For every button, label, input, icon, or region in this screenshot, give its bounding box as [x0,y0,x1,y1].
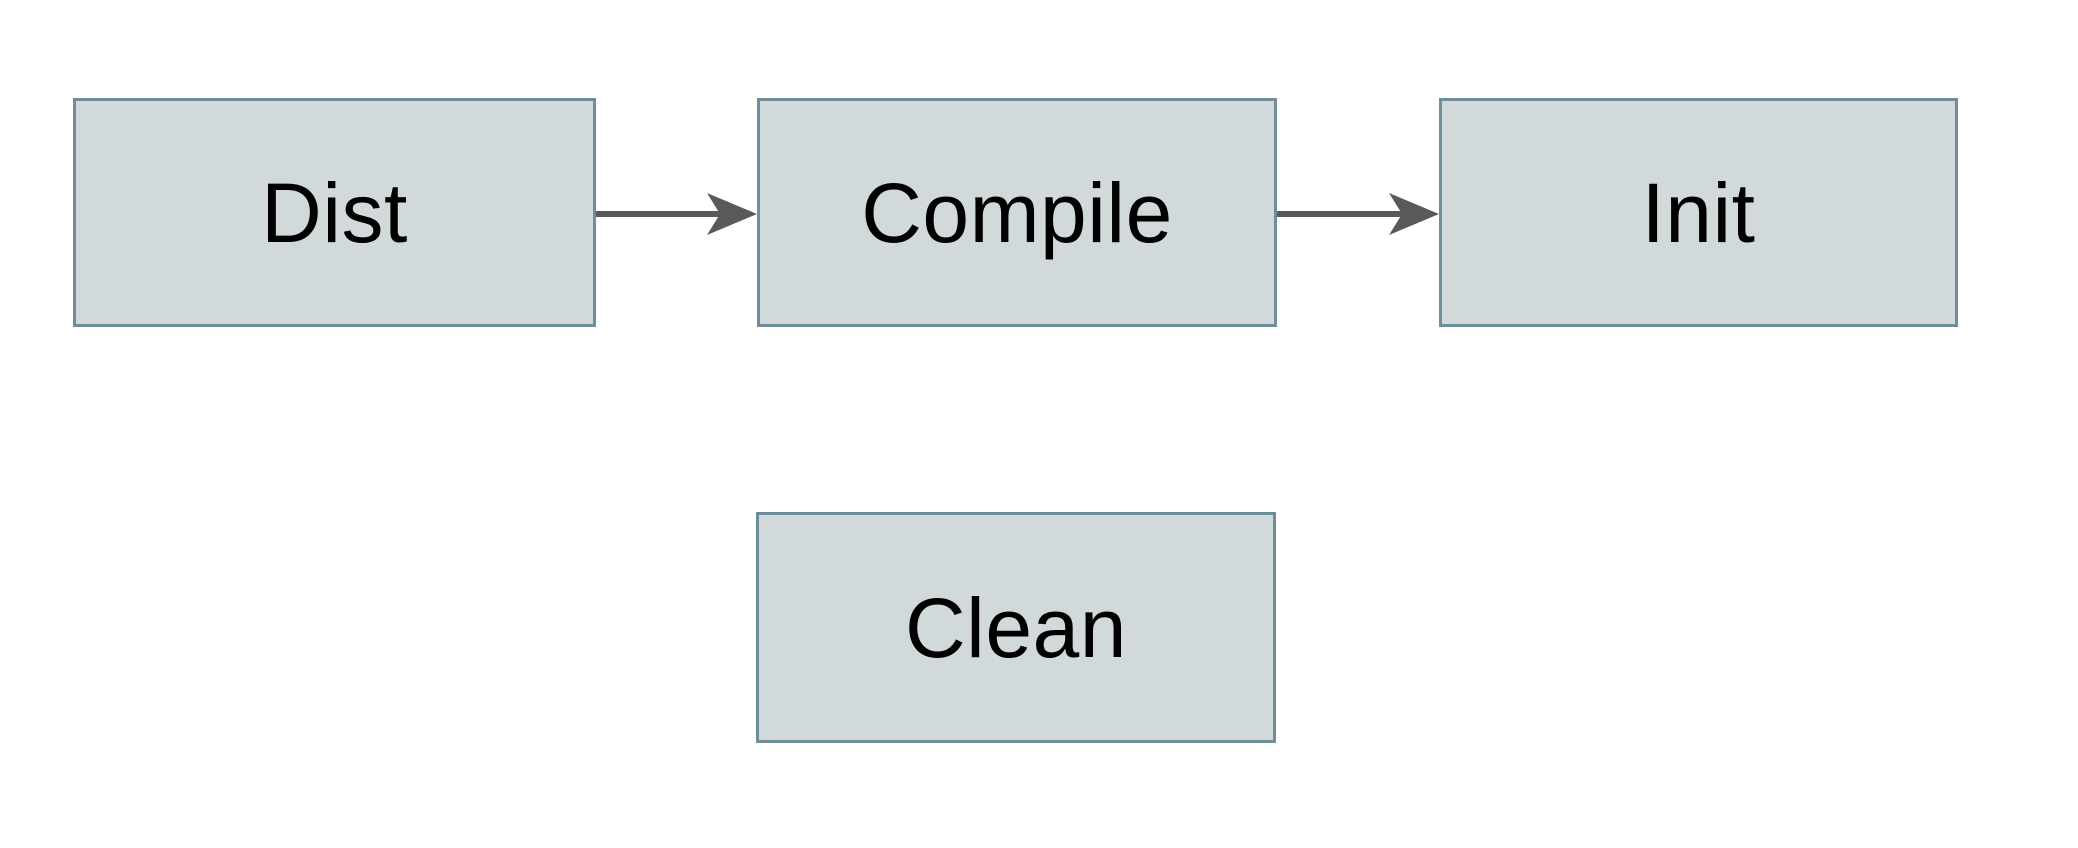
arrowhead-right-icon [707,193,757,235]
node-compile: Compile [757,98,1277,327]
arrow-dist-to-compile [596,193,757,235]
node-dist-label: Dist [261,165,408,260]
arrow-compile-to-init [1277,193,1439,235]
node-init: Init [1439,98,1958,327]
node-clean-label: Clean [905,580,1127,675]
node-clean: Clean [756,512,1276,743]
arrowhead-right-icon [1389,193,1439,235]
node-init-label: Init [1641,165,1756,260]
node-dist: Dist [73,98,596,327]
node-compile-label: Compile [861,165,1173,260]
